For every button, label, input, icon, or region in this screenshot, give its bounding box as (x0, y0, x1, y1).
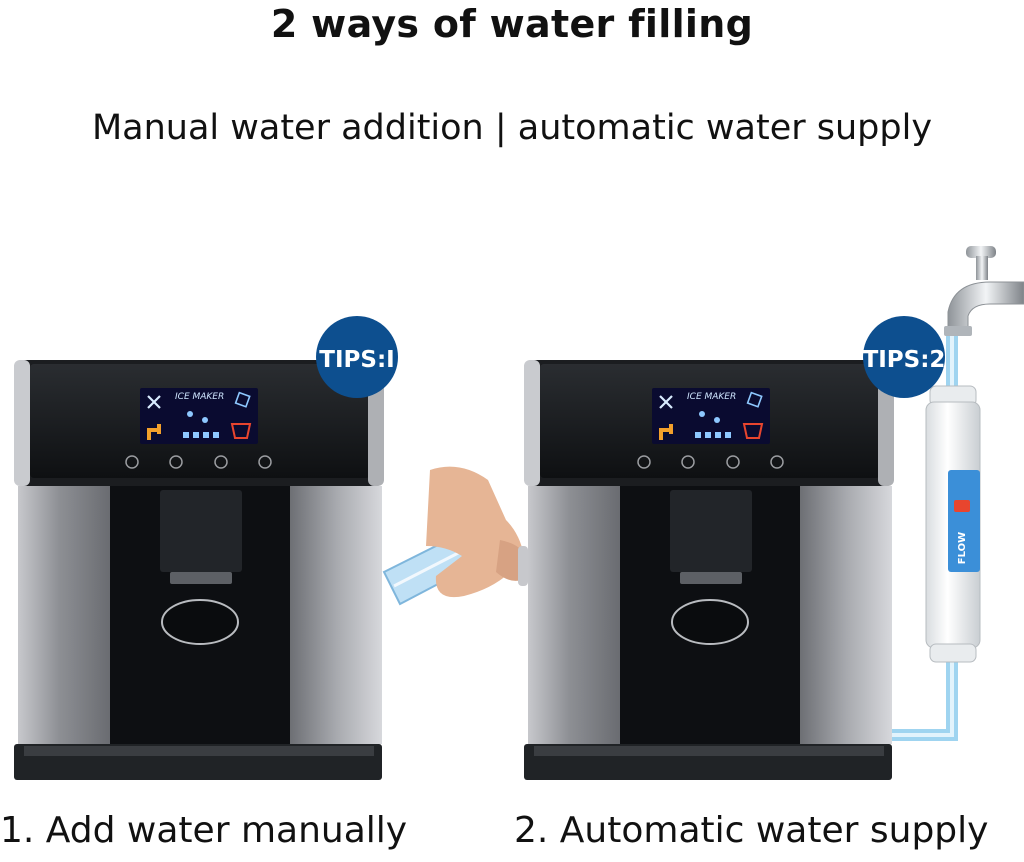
control-screen (652, 388, 770, 444)
tips-badge-2 (863, 316, 945, 398)
power-button-icon (125, 455, 139, 469)
control-buttons (125, 455, 272, 469)
tips-badge-2-label: TIPS:2 (863, 347, 946, 373)
power-button-icon (637, 455, 651, 469)
screen-label: ICE MAKER (687, 392, 736, 402)
ice-maker-machine-2: ICE MAKER (524, 360, 894, 780)
page-title: 2 ways of water filling (270, 2, 754, 46)
tap-icon (147, 424, 161, 440)
screen-label: ICE MAKER (175, 392, 224, 402)
ice-window (161, 599, 239, 645)
ice-window (671, 599, 749, 645)
faucet-icon (944, 246, 1024, 336)
water-filter: FLOW (925, 385, 981, 663)
cancel-icon (147, 395, 161, 409)
page-subtitle: Manual water addition | automatic water … (91, 108, 933, 148)
caption-automatic: 2. Automatic water supply (514, 810, 989, 851)
cup-icon (742, 423, 764, 439)
tips-badge-1-label: TIPS:I (319, 347, 394, 373)
tap-icon (659, 424, 673, 440)
cancel-icon (659, 395, 673, 409)
water-bottle-icon (382, 466, 528, 606)
control-buttons (637, 455, 784, 469)
ice-cube-icon (746, 391, 763, 408)
cup-icon (230, 423, 252, 439)
status-icons (183, 411, 219, 438)
caption-manual: 1. Add water manually (0, 810, 408, 851)
status-icons (695, 411, 731, 438)
ice-maker-machine-1: ICE MAKER TIPS:I (14, 316, 398, 780)
filter-label: FLOW (957, 532, 968, 564)
control-screen (140, 388, 258, 444)
ice-cube-icon (234, 391, 251, 408)
tips-badge-1 (316, 316, 398, 398)
